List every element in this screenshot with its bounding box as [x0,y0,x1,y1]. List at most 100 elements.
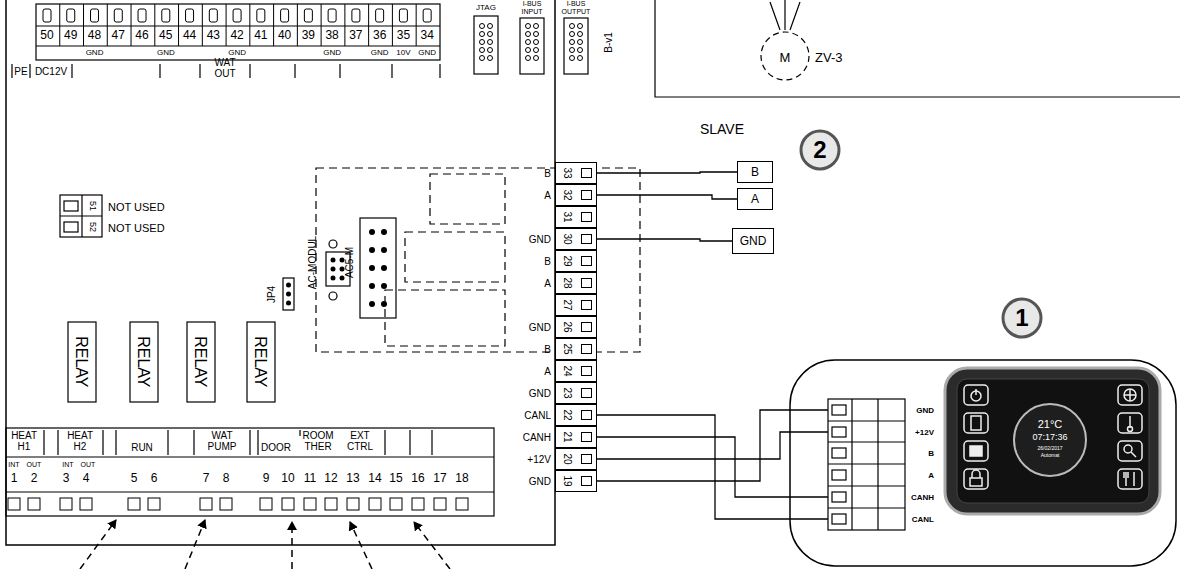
label: 52 [87,222,97,232]
label: RUN [131,442,153,453]
label: 46 [135,29,148,42]
connector-pin [534,32,539,37]
wire [597,195,737,199]
terminal-label: 31 [561,208,573,226]
connector-pin [340,276,345,281]
header-pin [249,4,250,46]
connector-pin [570,24,575,29]
header-pin [209,9,217,22]
label: EXT CTRL [347,430,373,452]
label: 17 [433,472,446,485]
not-used-connector [60,195,102,237]
terminal-pin [581,410,592,420]
terminal-pin [581,366,592,376]
label: OUT [81,461,96,469]
terminal-pin [581,344,592,354]
ac-module-area [405,232,505,282]
bottom-connector [6,456,494,457]
label: CANH [523,432,551,443]
connector-pin [534,24,539,29]
terminal-label: GND [740,234,767,248]
terminal-pin [148,498,160,510]
slave-terminal: A [737,188,773,210]
callout-arrow [80,520,116,569]
label: 15 [389,472,402,485]
callout-arrow [185,520,205,569]
ac-module-connector [360,218,396,318]
label: HEAT H2 [67,430,93,452]
terminal-label: 33 [561,164,573,182]
header-pin [67,9,75,22]
connector-pin [570,48,575,53]
label: RELAY [252,336,270,387]
display-outline [790,360,1176,566]
terminal: 27 [555,294,597,316]
label: 3 [63,472,70,485]
terminal-pin [282,498,294,510]
terminal: 28 [555,272,597,294]
connector-pin [369,247,375,253]
label: INT [8,461,19,469]
label: 49 [64,29,77,42]
label: 2 [31,472,38,485]
label: AC-MODUL [308,235,319,288]
connector-pin [488,24,493,29]
top-header [36,25,440,26]
label: 48 [88,29,101,42]
jtag-connector [520,18,544,74]
terminal-pin [220,498,232,510]
connector-pin [526,32,531,37]
terminal-pin [260,498,272,510]
label: RELAY [73,336,91,387]
display-connector [832,405,846,415]
terminal: 26 [555,316,597,338]
connector-pin [480,32,485,37]
pcb-outline [6,0,555,545]
terminal-pin [304,498,316,510]
connector-pin [369,229,375,235]
label: B [544,168,551,179]
display-device [945,368,1160,514]
label: NOT USED [108,201,165,213]
label: 5 [131,472,138,485]
terminal-pin [369,498,381,510]
label: 43 [207,29,220,42]
display-terminal: CANL [828,509,936,530]
label: GND [371,49,389,58]
header-pin [416,4,417,46]
terminal-pin [581,190,592,200]
terminal: 19 [555,470,597,492]
label: DOOR [261,442,291,453]
display-connector [832,448,846,458]
terminal: 25 [555,338,597,360]
not-used-connector [60,195,102,237]
label: GND [323,49,341,58]
relay-box [68,322,96,402]
label: WAT OUT [214,57,235,79]
terminal: 29 [555,250,597,272]
terminal: 21 [555,426,597,448]
label: A [544,278,551,289]
label: GND [529,234,551,245]
connector-pin [480,24,583,61]
wire [597,410,828,481]
connector-pin [578,40,583,45]
terminal-pin [8,498,20,510]
label: 13 [346,472,359,485]
display-icon [1124,389,1136,401]
label: I-BUS INPUT [522,0,543,15]
display-device [945,368,1160,514]
header-pin [368,4,369,46]
terminal-pin [581,212,592,222]
connector-pin [534,56,539,61]
display-icon [964,385,1142,489]
label: SLAVE [700,122,744,137]
terminal: 32 [555,184,597,206]
connector-pin [340,258,345,263]
header-pin [321,4,322,46]
wire [597,432,828,459]
label: NOT USED [108,222,165,234]
display-icon [1124,472,1134,486]
label: 9 [263,472,270,485]
slave-terminal: GND [732,228,774,254]
